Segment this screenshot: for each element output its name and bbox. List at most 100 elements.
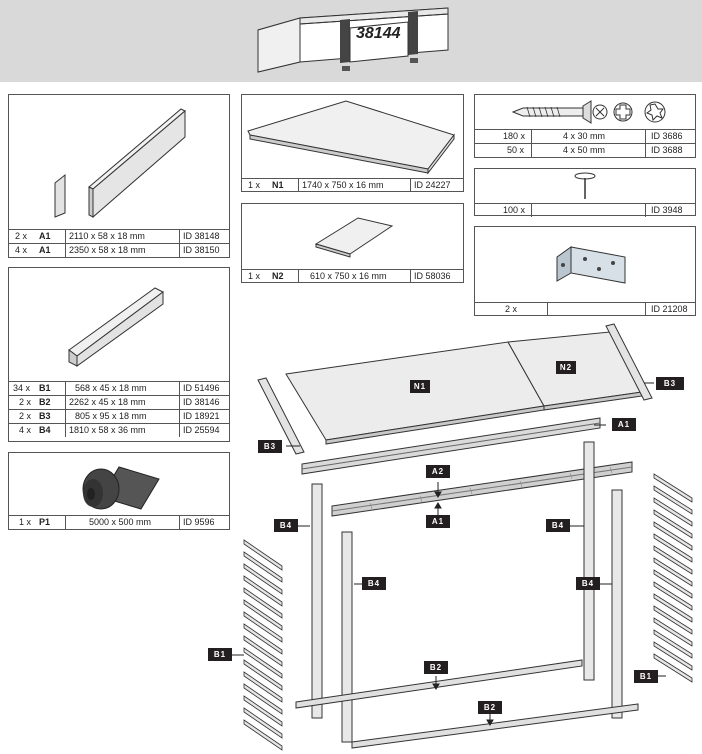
part-id: ID 18921	[183, 411, 220, 421]
board-b3-right	[605, 323, 653, 401]
dims: 2110 x 58 x 18 mm	[69, 231, 145, 241]
tag-b3-right: B3	[663, 379, 677, 388]
tag-b2: B2	[483, 703, 497, 712]
post-b4	[341, 531, 353, 743]
part-id: ID 3688	[651, 145, 683, 155]
hardware-box-screws: 180 x 4 x 30 mm ID 3686 50 x 4 x 50 mm I…	[474, 94, 696, 158]
slats-b1-left	[243, 539, 283, 751]
tag-n2: N2	[559, 363, 573, 372]
table-row: 4 x A1 2350 x 58 x 18 mm ID 38150	[9, 243, 229, 257]
table-row: 1 x P1 5000 x 500 mm ID 9596	[9, 515, 229, 529]
part-id: ID 38148	[183, 231, 220, 241]
n1-illustration	[247, 100, 455, 175]
qty: 2 x	[19, 411, 32, 421]
table-row: 2 x ID 21208	[475, 302, 695, 316]
dims: 4 x 30 mm	[563, 131, 606, 141]
part-code: B2	[39, 397, 51, 407]
part-code: N1	[272, 180, 284, 190]
post-b4	[611, 489, 623, 719]
dims: 568 x 45 x 18 mm	[75, 383, 147, 393]
tag-b1-left: B1	[213, 650, 227, 659]
table-row: 1 x N2 610 x 750 x 16 mm ID 58036	[242, 269, 463, 283]
tag-a2: A2	[431, 467, 445, 476]
part-code: A1	[39, 245, 51, 255]
part-code: P1	[39, 517, 51, 527]
part-id: ID 58036	[414, 271, 451, 281]
tag-n1: N1	[413, 382, 427, 391]
part-id: ID 9596	[183, 517, 215, 527]
slats-b1-right	[653, 473, 693, 683]
part-id: ID 51496	[183, 383, 220, 393]
part-code: B4	[39, 425, 51, 435]
dims: 1810 x 58 x 36 mm	[69, 425, 146, 435]
tag-b4: B4	[581, 579, 595, 588]
table-row: 34 x B1 568 x 45 x 18 mm ID 51496	[9, 381, 229, 395]
part-box-b: 34 x B1 568 x 45 x 18 mm ID 51496 2 x B2…	[8, 267, 230, 442]
table-row: 180 x 4 x 30 mm ID 3686	[475, 129, 695, 143]
part-box-p1: 1 x P1 5000 x 500 mm ID 9596	[8, 452, 230, 530]
table-row: 2 x B2 2262 x 45 x 18 mm ID 38146	[9, 395, 229, 409]
table-row: 4 x B4 1810 x 58 x 36 mm ID 25594	[9, 423, 229, 437]
package-id: 38144	[356, 25, 401, 42]
package-banner: 38144	[0, 0, 702, 82]
dims: 610 x 750 x 16 mm	[310, 271, 387, 281]
tag-b4: B4	[367, 579, 381, 588]
angle-bracket-illustration	[556, 246, 626, 284]
dims: 1740 x 750 x 16 mm	[302, 180, 384, 190]
dims: 5000 x 500 mm	[89, 517, 152, 527]
qty: 1 x	[19, 517, 32, 527]
qty: 34 x	[13, 383, 31, 393]
qty: 2 x	[15, 231, 28, 241]
board-b3-left	[257, 377, 305, 455]
part-code: B3	[39, 411, 51, 421]
part-id: ID 3686	[651, 131, 683, 141]
table-row: 100 x ID 3948	[475, 203, 695, 217]
n2-illustration	[314, 217, 394, 258]
part-box-a1: 2 x A1 2110 x 58 x 18 mm ID 38148 4 x A1…	[8, 94, 230, 258]
qty: 180 x	[503, 131, 526, 141]
tag-b4: B4	[551, 521, 565, 530]
tag-b1-right: B1	[639, 672, 653, 681]
tag-b2: B2	[429, 663, 443, 672]
qty: 2 x	[19, 397, 32, 407]
qty: 50 x	[507, 145, 525, 155]
dims: 2350 x 58 x 18 mm	[69, 245, 146, 255]
part-box-n1: 1 x N1 1740 x 750 x 16 mm ID 24227	[241, 94, 464, 192]
table-row: 50 x 4 x 50 mm ID 3688	[475, 143, 695, 157]
tag-b4: B4	[279, 521, 293, 530]
tag-a1-front: A1	[617, 420, 631, 429]
hardware-box-nail: 100 x ID 3948	[474, 168, 696, 217]
table-row: 2 x A1 2110 x 58 x 18 mm ID 38148	[9, 229, 229, 243]
part-id: ID 38150	[183, 245, 220, 255]
part-code: N2	[272, 271, 284, 281]
part-id: ID 38146	[183, 397, 220, 407]
post-b4	[311, 483, 323, 719]
post-b4	[583, 441, 595, 681]
roofing-roll-illustration	[82, 466, 160, 510]
table-row: 1 x N1 1740 x 750 x 16 mm ID 24227	[242, 178, 463, 192]
tag-a1-middle: A1	[431, 517, 445, 526]
package-illustration	[257, 7, 449, 73]
part-box-n2: 1 x N2 610 x 750 x 16 mm ID 58036	[241, 203, 464, 283]
table-row: 2 x B3 805 x 95 x 18 mm ID 18921	[9, 409, 229, 423]
rail-b2	[351, 703, 639, 749]
qty: 1 x	[248, 271, 261, 281]
qty: 2 x	[505, 304, 518, 314]
tag-b3-left: B3	[263, 442, 277, 451]
nail-illustration	[574, 172, 596, 199]
hardware-box-bracket: 2 x ID 21208	[474, 226, 696, 316]
part-code: A1	[39, 231, 51, 241]
dims: 805 x 95 x 18 mm	[75, 411, 147, 421]
qty: 1 x	[248, 180, 261, 190]
part-id: ID 3948	[651, 205, 683, 215]
part-id: ID 25594	[183, 425, 220, 435]
qty: 4 x	[15, 245, 28, 255]
part-code: B1	[39, 383, 51, 393]
qty: 100 x	[503, 205, 526, 215]
b-illustration	[68, 287, 164, 367]
qty: 4 x	[19, 425, 32, 435]
screw-illustration	[511, 100, 666, 124]
part-id: ID 21208	[651, 304, 688, 314]
dims: 4 x 50 mm	[563, 145, 606, 155]
